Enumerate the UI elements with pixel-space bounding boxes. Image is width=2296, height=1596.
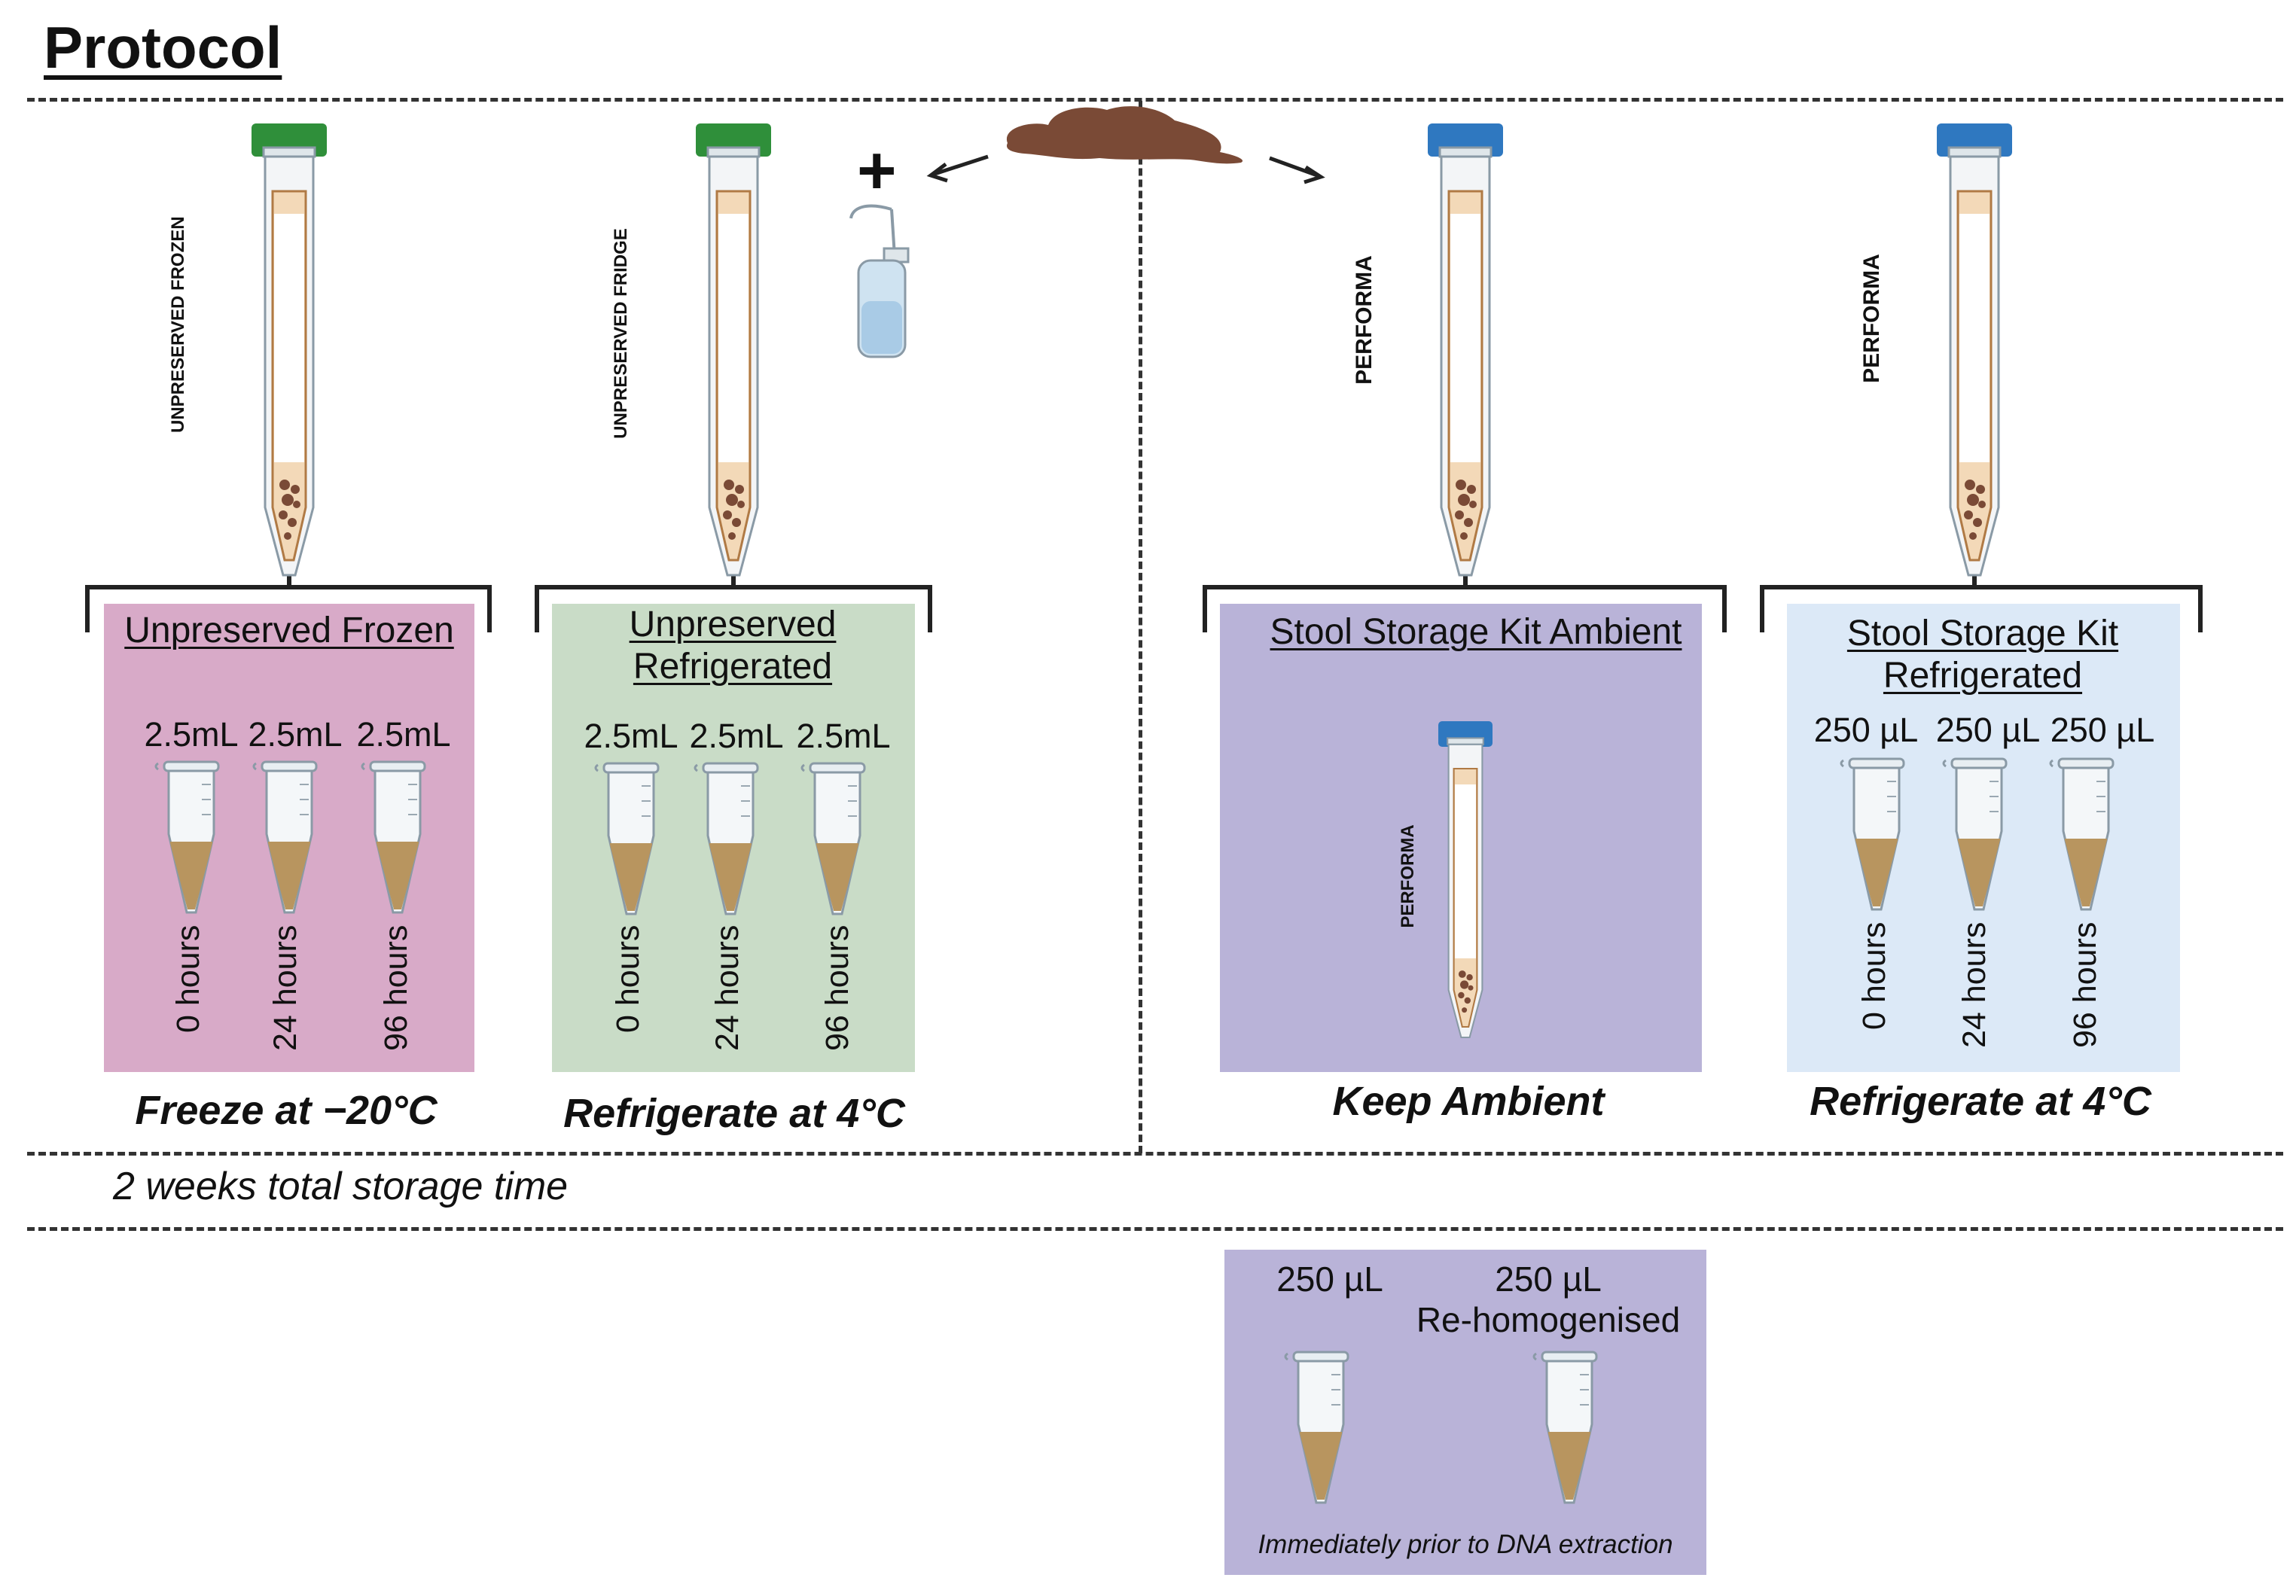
arrow-right-icon (1269, 156, 1325, 184)
vertical-divider (1139, 101, 1142, 1153)
volume-label: 2.5mL (248, 715, 343, 754)
rehomogenised-label: Re-homogenised (1416, 1300, 1681, 1339)
conical-tube-icon (262, 146, 316, 577)
volume-label: 250 µL (1813, 711, 1919, 749)
panel-title: Unpreserved Refrigerated (629, 605, 837, 687)
volume-label: 250 µL (1935, 711, 2041, 749)
microtube-icon (1284, 1351, 1349, 1504)
volume-label: 250 µL Re-homogenised (1390, 1259, 1706, 1340)
volume-label: 2.5mL (584, 717, 678, 755)
volume-label: 250 µL (2050, 711, 2155, 749)
extraction-note: Immediately prior to DNA extraction (1258, 1530, 1673, 1559)
lower-divider (27, 1227, 2283, 1231)
page-title: Protocol (44, 14, 282, 81)
arrow-left-icon (926, 154, 989, 183)
microtube-icon (1840, 757, 1905, 911)
condition-caption: Refrigerate at 4°C (1810, 1079, 2151, 1124)
microtube-icon (252, 760, 318, 914)
panel-title: Unpreserved Frozen (124, 611, 454, 650)
conical-tube-icon (1438, 146, 1493, 577)
microtube-icon (1532, 1351, 1598, 1504)
microtube-icon (1942, 757, 2008, 911)
volume-label: 2.5mL (356, 715, 451, 754)
microtube-icon (594, 762, 660, 915)
storage-time-note: 2 weeks total storage time (113, 1165, 569, 1208)
conical-tube-icon (1947, 146, 2002, 577)
microtube-icon (694, 762, 759, 915)
conical-tube-icon (706, 146, 761, 577)
panel-title: Stool Storage Kit Ambient (1270, 612, 1682, 652)
top-divider (27, 98, 2283, 102)
panel-title: Stool Storage Kit Refrigerated (1846, 614, 2119, 696)
volume-label: 250 µL (1276, 1259, 1383, 1299)
wash-bottle-icon (849, 204, 910, 358)
volume-label: 2.5mL (689, 717, 784, 755)
plus-sign: + (857, 133, 897, 209)
volume-label-value: 250 µL (1495, 1259, 1602, 1299)
microtube-icon (2049, 757, 2115, 911)
volume-label: 2.5mL (144, 715, 239, 754)
microtube-icon (800, 762, 866, 915)
condition-caption: Freeze at −20°C (135, 1088, 438, 1133)
microtube-icon (361, 760, 426, 914)
conical-tube-icon (1447, 737, 1484, 1039)
stool-sample-icon (1006, 106, 1243, 164)
microtube-icon (154, 760, 220, 914)
condition-caption: Keep Ambient (1332, 1079, 1605, 1124)
middle-divider (27, 1152, 2283, 1156)
volume-label: 2.5mL (796, 717, 891, 755)
condition-caption: Refrigerate at 4°C (563, 1091, 905, 1136)
